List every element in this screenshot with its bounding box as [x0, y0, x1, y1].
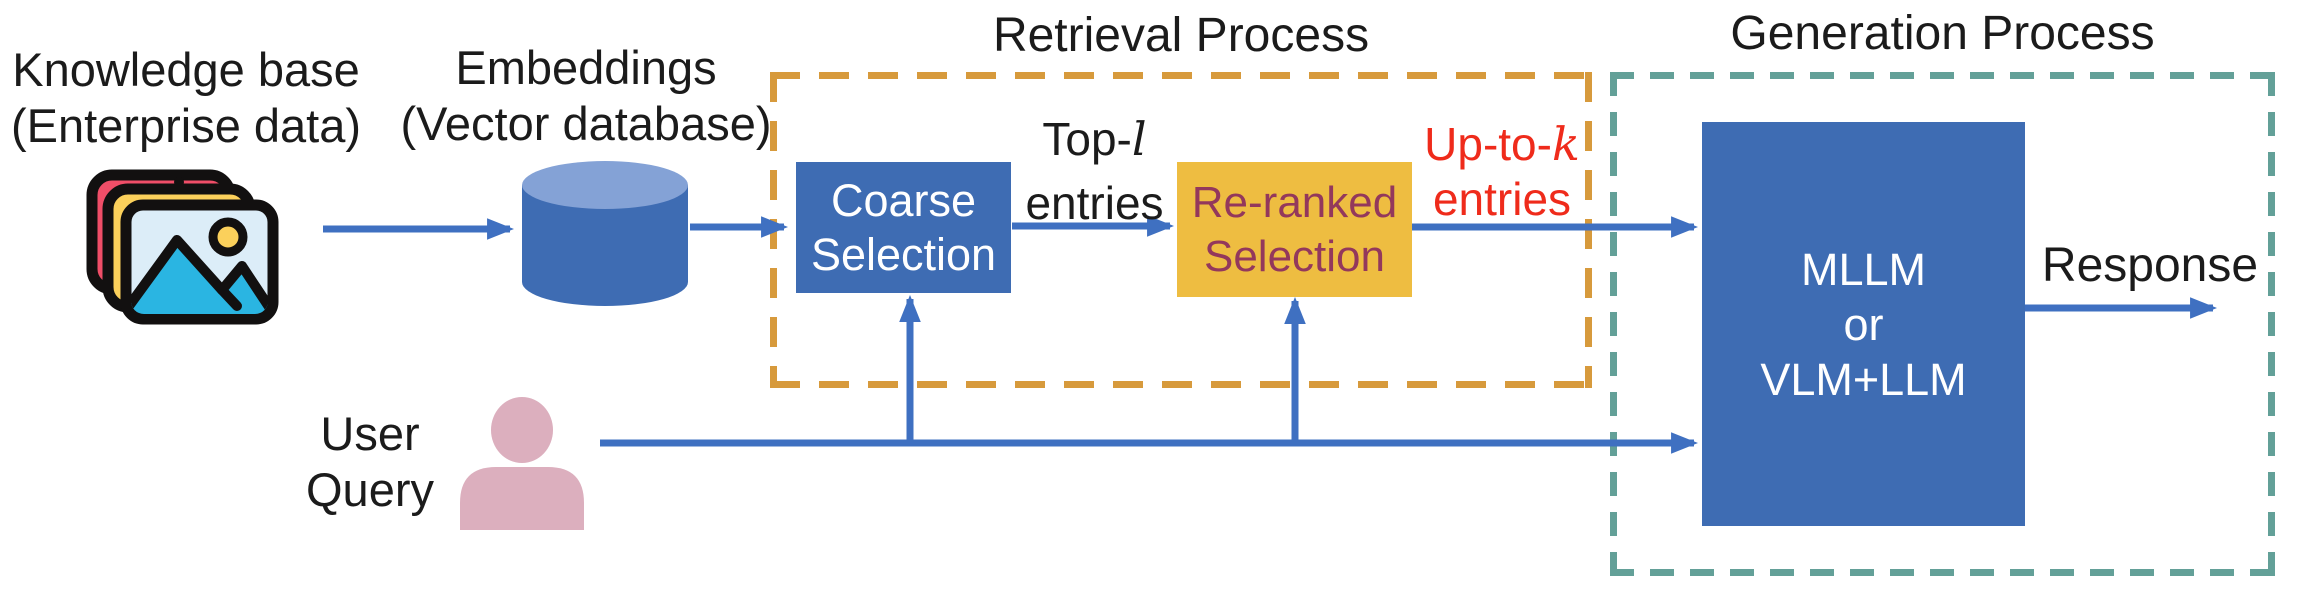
user-person-icon: [460, 397, 584, 530]
knowledge-base-label: Knowledge base (Enterprise data): [0, 42, 372, 154]
user-query-line1: User: [320, 407, 420, 460]
top-l-variable: l: [1131, 112, 1147, 166]
mllm-line3: VLM+LLM: [1760, 353, 1967, 405]
images-stack-icon: [86, 169, 279, 325]
mllm-box: MLLM or VLM+LLM: [1702, 122, 2025, 526]
mllm-line1: MLLM: [1800, 243, 1927, 295]
top-l-line2: entries: [1025, 177, 1164, 229]
knowledge-base-line2: (Enterprise data): [10, 99, 362, 152]
embeddings-line2: (Vector database): [400, 97, 772, 150]
response-label: Response: [2041, 239, 2259, 292]
reranked-selection-line1: Re-ranked: [1191, 177, 1398, 227]
database-cylinder-icon: [522, 161, 688, 306]
coarse-selection-line1: Coarse: [830, 174, 977, 226]
reranked-selection-line2: Selection: [1203, 231, 1385, 281]
top-l-entries-label: Top-l entries: [1012, 107, 1177, 235]
up-to-k-prefix: Up-to-: [1424, 118, 1552, 170]
up-to-k-variable: k: [1551, 117, 1580, 171]
reranked-selection-box: Re-ranked Selection: [1177, 162, 1412, 297]
top-l-line1: Top-l: [1012, 107, 1177, 171]
retrieval-process-title: Retrieval Process: [992, 9, 1370, 62]
user-query-line2: Query: [306, 463, 434, 516]
user-query-label: User Query: [270, 406, 470, 518]
up-to-k-entries-label: Up-to-k entries: [1412, 117, 1592, 227]
embeddings-label: Embeddings (Vector database): [392, 40, 780, 152]
mllm-line2: or: [1843, 298, 1884, 350]
knowledge-base-line1: Knowledge base: [12, 43, 360, 96]
coarse-selection-box: Coarse Selection: [796, 162, 1011, 293]
embeddings-line1: Embeddings: [455, 41, 717, 94]
up-to-k-line1: Up-to-k: [1412, 117, 1592, 172]
top-l-prefix: Top-: [1042, 113, 1132, 165]
generation-process-title: Generation Process: [1730, 7, 2155, 60]
up-to-k-line2: entries: [1432, 173, 1572, 225]
coarse-selection-line2: Selection: [810, 228, 997, 280]
